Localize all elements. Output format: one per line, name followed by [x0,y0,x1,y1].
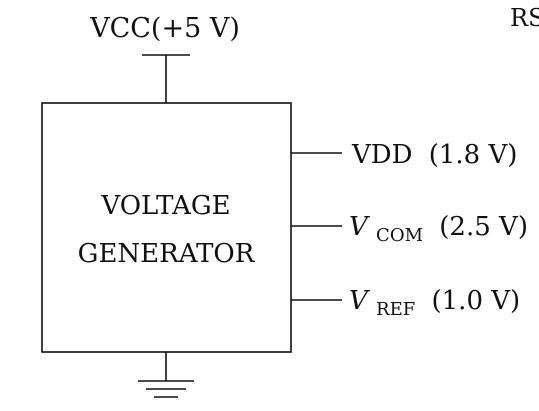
vcom-output-label: V COM (2.5 V) [349,212,528,248]
vdd-name: VDD [351,140,412,170]
block-label-line1: VOLTAGE [100,191,230,221]
vdd-output-label: VDD (1.8 V) [351,140,517,170]
vref-value: (1.0 V) [432,286,521,316]
vref-name-sub: REF [376,299,415,320]
corner-text: RS [510,4,539,32]
vcom-name-main: V [349,212,370,242]
voltage-generator-block [41,102,292,353]
vcom-value: (2.5 V) [439,212,528,242]
vcc-label: VCC(+5 V) [89,13,240,44]
ground-icon [138,352,194,398]
vref-output-label: V REF (1.0 V) [349,286,520,322]
block-label-line2: GENERATOR [78,239,256,269]
vdd-value: (1.8 V) [429,140,518,170]
vcom-name-sub: COM [376,225,423,246]
vref-name-main: V [349,286,370,316]
